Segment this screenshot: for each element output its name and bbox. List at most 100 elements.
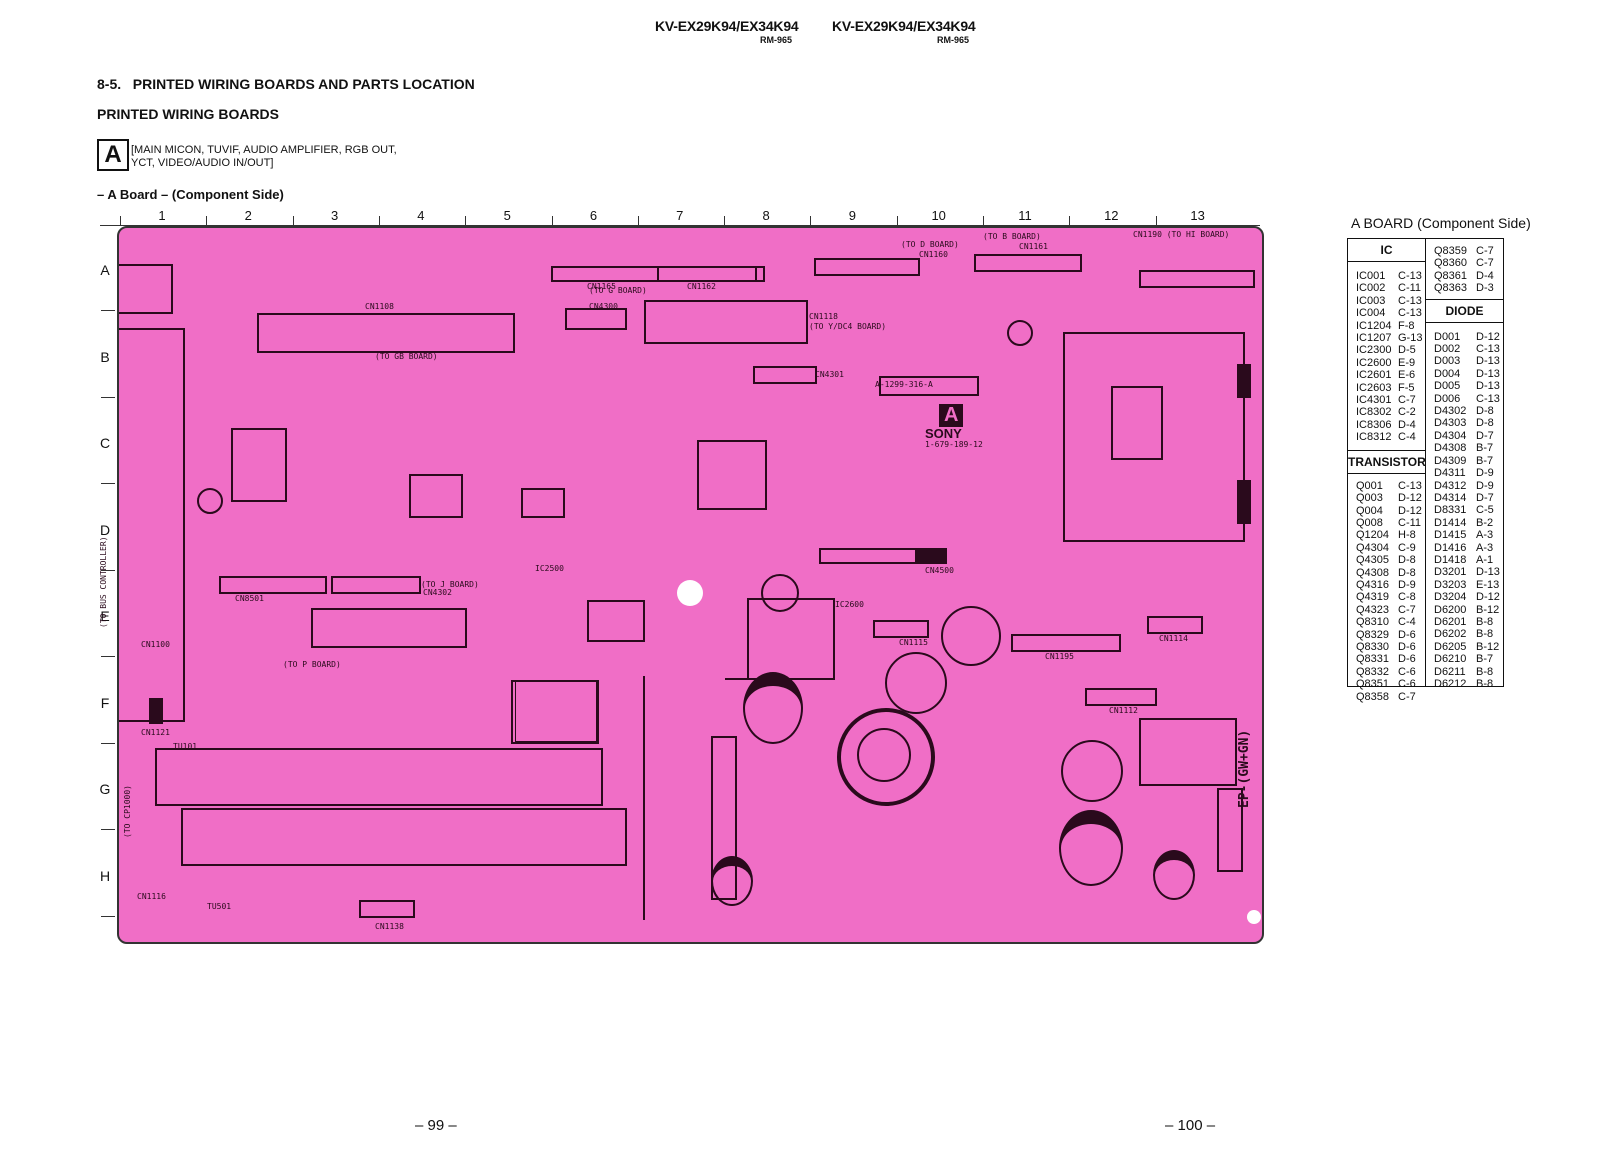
silk-a-1299: A-1299-316-A [875,380,933,389]
part-ref: Q8359 [1434,245,1468,257]
part-location: B-8 [1476,628,1494,641]
part-ref: Q8358 [1356,690,1390,703]
board-title: – A Board – (Component Side) [97,187,284,202]
part-ref: D1416 [1434,541,1467,554]
column-tick [983,216,984,226]
silk-cn1195: CN1195 [1045,652,1074,661]
part-ref: IC2601 [1356,369,1392,382]
part-ref: Q1204 [1356,529,1390,542]
part-location: D-9 [1476,479,1494,492]
pcb-board: A SONY 1-679-189-12 A-1299-316-A CN1108 … [99,226,1264,944]
ic001 [1111,386,1163,460]
part-location: D-13 [1476,367,1500,380]
connector-cn8501 [219,576,327,594]
part-ref: IC1207 [1356,332,1392,345]
part-location: C-7 [1398,690,1416,703]
part-location: D-6 [1398,640,1416,653]
column-number-6: 6 [589,208,598,223]
capacitor-l086 [1007,320,1033,346]
part-location: C-4 [1398,616,1416,629]
part-ref: Q4304 [1356,541,1390,554]
row-letter-D: D [99,521,111,538]
trace-line-vertical [643,676,645,920]
column-tick [551,216,553,226]
part-location: C-11 [1398,282,1422,295]
part-location: E-13 [1476,578,1500,591]
part-location: C-7 [1398,394,1416,407]
part-ref: D6212 [1434,678,1467,690]
part-ref: Q8329 [1356,628,1390,641]
board-description-line2: YCT, VIDEO/AUDIO IN/OUT] [131,157,274,169]
part-ref: Q8351 [1356,678,1390,691]
part-ref: D001 [1434,330,1461,343]
part-ref: Q8330 [1356,640,1390,653]
part-location: C-2 [1398,406,1416,419]
silk-cn1190: CN1190 (TO HI BOARD) [1133,230,1230,239]
row-tick [101,483,115,484]
part-location: D-4 [1476,269,1494,282]
ic4301 [697,440,767,510]
part-location: C-8 [1398,591,1416,604]
header-right-model: KV-EX29K94/EX34K94 [832,18,976,34]
silk-cn1138: CN1138 [375,922,404,931]
part-location: D-13 [1476,380,1500,393]
column-tick [810,216,812,226]
parts-row: Q8358 C-7 [1348,691,1425,703]
capacitor-c1235 [885,652,947,714]
capacitor-c1245 [941,606,1001,666]
silk-to-y-dc4-board: (TO Y/DC4 BOARD) [809,322,887,331]
grid-top-rule [100,225,1260,226]
silk-to-g-board: (TO G BOARD) [589,286,647,295]
capacitor-c2615 [761,574,799,612]
part-ref: D1415 [1434,529,1467,542]
row-tick [101,742,115,744]
connector-cn4302 [331,576,421,594]
part-ref: D1414 [1434,516,1467,529]
silk-cn1118: CN1118 [809,312,838,321]
connector-cn4301 [753,366,817,384]
part-ref: D6210 [1434,653,1467,666]
part-location: C-7 [1398,603,1416,616]
connector-cn1160 [974,254,1082,272]
silk-cn1161: CN1161 [1019,242,1048,251]
silk-cn4500: CN4500 [925,566,954,575]
part-location: A-1 [1476,553,1494,566]
part-location: D-9 [1476,467,1494,480]
part-ref: D4311 [1434,467,1466,480]
part-ref: Q8361 [1434,269,1468,282]
silk-cn1108: CN1108 [365,302,394,311]
page-number-right: – 100 – [1165,1117,1216,1134]
part-location: C-4 [1398,431,1416,444]
part-ref: D4312 [1434,479,1467,492]
part-ref: Q003 [1356,492,1383,505]
part-location: C-7 [1476,245,1494,257]
part-location: D-13 [1476,566,1500,579]
column-number-8: 8 [762,208,770,223]
connector-cnb [311,608,467,648]
part-ref: Q8331 [1356,653,1390,666]
row-tick [101,829,115,830]
